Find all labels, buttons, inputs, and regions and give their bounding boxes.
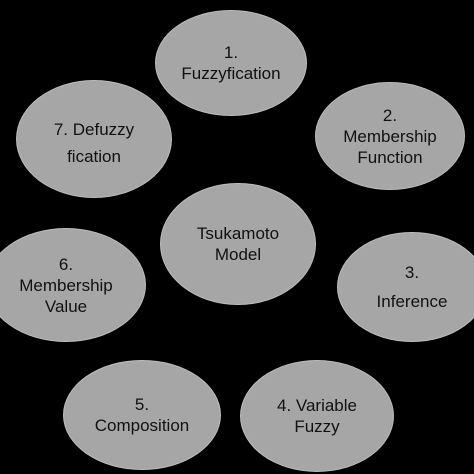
step-2-membership-function: 2. Membership Function	[315, 82, 465, 190]
step-6-line-3: Value	[44, 296, 88, 316]
step-4-line-2: Fuzzy	[294, 417, 340, 436]
step-6-line-2: Membership	[19, 275, 113, 295]
step-2-line-1: 2.	[382, 105, 398, 125]
center-line-2: Model	[214, 245, 262, 264]
step-3-line-1: 3.	[404, 263, 420, 282]
step-4-variable-fuzzy: 4. Variable Fuzzy	[240, 360, 394, 472]
center-line-1: Tsukamoto	[196, 224, 280, 243]
step-1-fuzzyfication: 1. Fuzzyfication	[155, 10, 307, 116]
step-5-line-1: 5.	[134, 395, 150, 414]
step-7-defuzzyfication: 7. Defuzzy fication	[16, 80, 172, 198]
step-1-line-2: Fuzzyfication	[181, 64, 281, 83]
step-6-line-1: 6.	[58, 254, 74, 274]
step-7-line-2: fication	[67, 147, 121, 166]
step-4-line-1: 4. Variable	[276, 396, 357, 415]
center-tsukamoto-model: Tsukamoto Model	[160, 183, 316, 305]
step-2-line-3: Function	[357, 147, 423, 167]
step-5-composition: 5. Composition	[63, 360, 221, 470]
step-3-inference: 3. Inference	[337, 232, 474, 342]
step-6-membership-value: 6. Membership Value	[0, 228, 146, 342]
step-2-line-2: Membership	[343, 126, 437, 146]
step-3-line-3: Inference	[376, 292, 448, 311]
step-1-line-1: 1.	[223, 43, 239, 62]
step-5-line-2: Composition	[94, 416, 190, 435]
step-7-line-1: 7. Defuzzy	[53, 120, 135, 139]
